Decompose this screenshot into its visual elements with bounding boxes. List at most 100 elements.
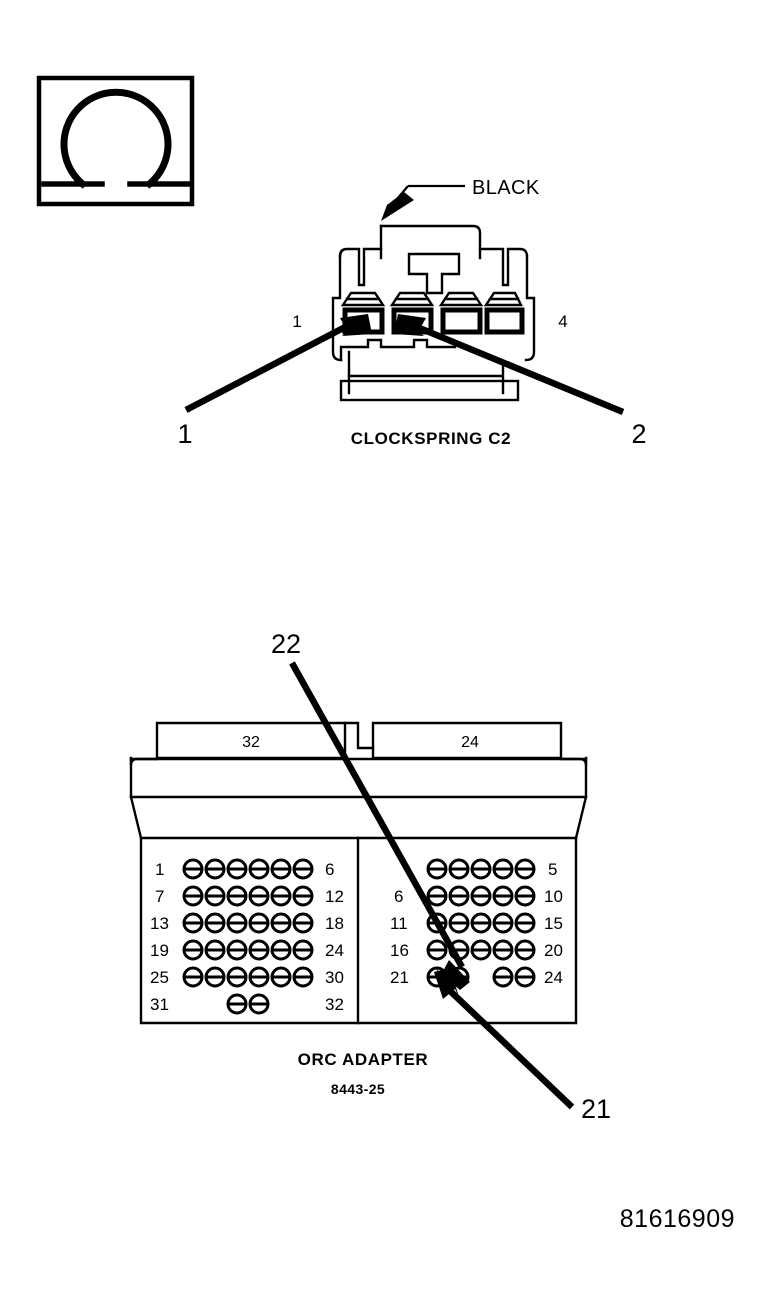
pin: [470, 858, 492, 880]
figure-number-label: 81616909: [620, 1205, 735, 1233]
connector-body-right-notch: [478, 247, 529, 287]
orc-left-row-3-end: 18: [325, 914, 344, 933]
pin: [248, 993, 270, 1015]
orc-adapter: 32 24 1 6: [129, 629, 611, 1124]
black-wire-label: BLACK: [472, 177, 540, 199]
pin: [226, 993, 248, 1015]
callout-21-leader: [444, 985, 575, 1110]
orc-left-row-6-pins: [226, 993, 270, 1015]
callout-21: 21: [434, 968, 611, 1124]
connector-left-ear: [331, 254, 343, 362]
connector-top-lid: [379, 224, 482, 260]
orc-left-row-3-start: 13: [150, 914, 169, 933]
pin: [492, 858, 514, 880]
callout-1-leader: [184, 322, 351, 413]
pin: [470, 939, 492, 961]
pin: [514, 912, 536, 934]
orc-tab-right-label: 24: [461, 734, 479, 751]
connector-shelf-detail: [339, 338, 457, 362]
orc-left-row-4-start: 19: [150, 941, 169, 960]
black-wire-leader: [381, 184, 465, 221]
orc-right-row-2-end: 10: [544, 887, 563, 906]
callout-22-leader: [289, 661, 465, 969]
orc-left-row-2-end: 12: [325, 887, 344, 906]
orc-left-pin-block: 1 6 7 12 13 18: [150, 858, 344, 1015]
callout-21-arrowhead: [434, 968, 459, 999]
pin: [492, 912, 514, 934]
connector-right-ear: [524, 254, 536, 362]
orc-left-row-6-end: 32: [325, 995, 344, 1014]
callout-2-leader: [415, 323, 625, 416]
pin: [182, 966, 204, 988]
orc-left-row-5-start: 25: [150, 968, 169, 987]
pin: [270, 966, 292, 988]
callout-2: 2: [394, 314, 647, 449]
black-leader-arrowhead: [381, 192, 414, 221]
orc-right-row-4-end: 20: [544, 941, 563, 960]
callout-21-label: 21: [581, 1094, 611, 1124]
cavity-4-opening: [484, 307, 525, 335]
pin: [182, 912, 204, 934]
orc-tab-left: 32: [155, 721, 347, 760]
pin: [492, 966, 514, 988]
connector-cavity-4: [483, 291, 525, 335]
clockspring-pin-last-label: 4: [558, 312, 567, 331]
orc-right-row-5-end: 24: [544, 968, 563, 987]
cavity-3-opening: [440, 307, 483, 335]
pin: [226, 912, 248, 934]
pin: [248, 912, 270, 934]
connector-body-left-notch: [338, 247, 383, 287]
orc-adapter-name-label: ORC ADAPTER: [298, 1050, 429, 1069]
orc-tab-notch: [343, 721, 375, 750]
pin: [182, 885, 204, 907]
orc-tab-right: 24: [371, 721, 563, 760]
pin: [470, 885, 492, 907]
pin: [226, 858, 248, 880]
pin: [448, 885, 470, 907]
cavity-4-hood: [483, 291, 523, 307]
pin: [270, 885, 292, 907]
orc-right-row-4-pins: [426, 939, 536, 961]
pin: [426, 885, 448, 907]
orc-left-row-3-pins: [182, 912, 314, 934]
clockspring-pin-first-label: 1: [292, 312, 301, 331]
orc-tab-left-label: 32: [242, 734, 260, 751]
orc-left-row-4-end: 24: [325, 941, 344, 960]
pin: [426, 858, 448, 880]
orc-left-row-2-start: 7: [155, 887, 164, 906]
orc-right-row-3-end: 15: [544, 914, 563, 933]
callout-1: 1: [177, 314, 372, 449]
pin: [248, 858, 270, 880]
orc-adapter-part-number-label: 8443-25: [331, 1081, 385, 1097]
pin: [226, 966, 248, 988]
pin: [204, 858, 226, 880]
orc-left-row-1-start: 1: [155, 860, 164, 879]
callout-2-arrowhead: [394, 314, 426, 336]
pin: [492, 939, 514, 961]
pin: [292, 885, 314, 907]
ohm-symbol-arc: [60, 88, 172, 189]
orc-left-row-1-pins: [182, 858, 314, 880]
orc-left-row-5-pins: [182, 966, 314, 988]
pin: [182, 939, 204, 961]
ohm-symbol-box: [36, 75, 195, 207]
pin: [514, 966, 536, 988]
clockspring-connector: 1 4 BLACK CLOCKSPRING C2 1 2: [177, 177, 646, 449]
orc-right-row-4-start: 16: [390, 941, 409, 960]
pin: [248, 966, 270, 988]
connector-base-bar: [339, 379, 520, 402]
callout-22: 22: [271, 629, 470, 990]
cavity-3-hood: [438, 291, 484, 307]
orc-left-row-6-start: 31: [150, 995, 169, 1014]
pin: [270, 912, 292, 934]
pin: [514, 885, 536, 907]
pin: [448, 912, 470, 934]
pin: [426, 939, 448, 961]
cavity-2-hood: [389, 291, 435, 307]
orc-right-row-1-end: 5: [548, 860, 557, 879]
pin: [292, 858, 314, 880]
orc-right-row-3-pins: [426, 912, 536, 934]
orc-right-row-1-pins: [426, 858, 536, 880]
